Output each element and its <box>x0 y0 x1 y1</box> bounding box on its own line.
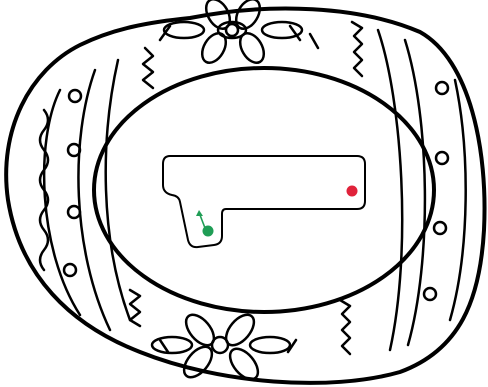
right-band-line-2 <box>405 40 425 345</box>
end-marker-icon <box>347 186 358 197</box>
maze-corridor <box>163 156 365 247</box>
left-zigzag-lower <box>130 290 140 326</box>
right-zigzag-lower <box>340 300 350 354</box>
right-zigzag-upper <box>352 22 362 76</box>
right-band-line-3 <box>450 80 466 320</box>
right-circles <box>424 82 448 300</box>
left-zigzag-upper <box>143 48 153 88</box>
left-band-line-3 <box>106 60 130 320</box>
left-band-line-1 <box>44 90 80 315</box>
right-band-line-1 <box>378 30 402 350</box>
